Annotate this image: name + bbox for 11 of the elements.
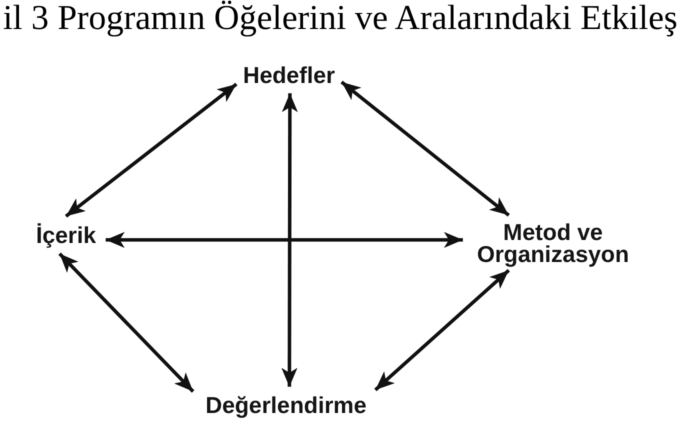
figure-title: il 3 Programın Öğelerini ve Aralarındaki Etkileş (3, 0, 678, 35)
double-headed-arrow (106, 232, 463, 248)
double-headed-arrow (58, 252, 194, 393)
concept-label: Metod ve Organizasyon (468, 221, 638, 265)
double-headed-arrow (340, 80, 510, 217)
double-headed-arrow (374, 269, 510, 392)
double-headed-arrow (64, 82, 238, 218)
concept-label: Hedefler (242, 62, 336, 88)
concept-label: İçerik (34, 222, 98, 248)
double-headed-arrow (281, 93, 298, 387)
concept-label: Değerlendirme (200, 392, 372, 418)
